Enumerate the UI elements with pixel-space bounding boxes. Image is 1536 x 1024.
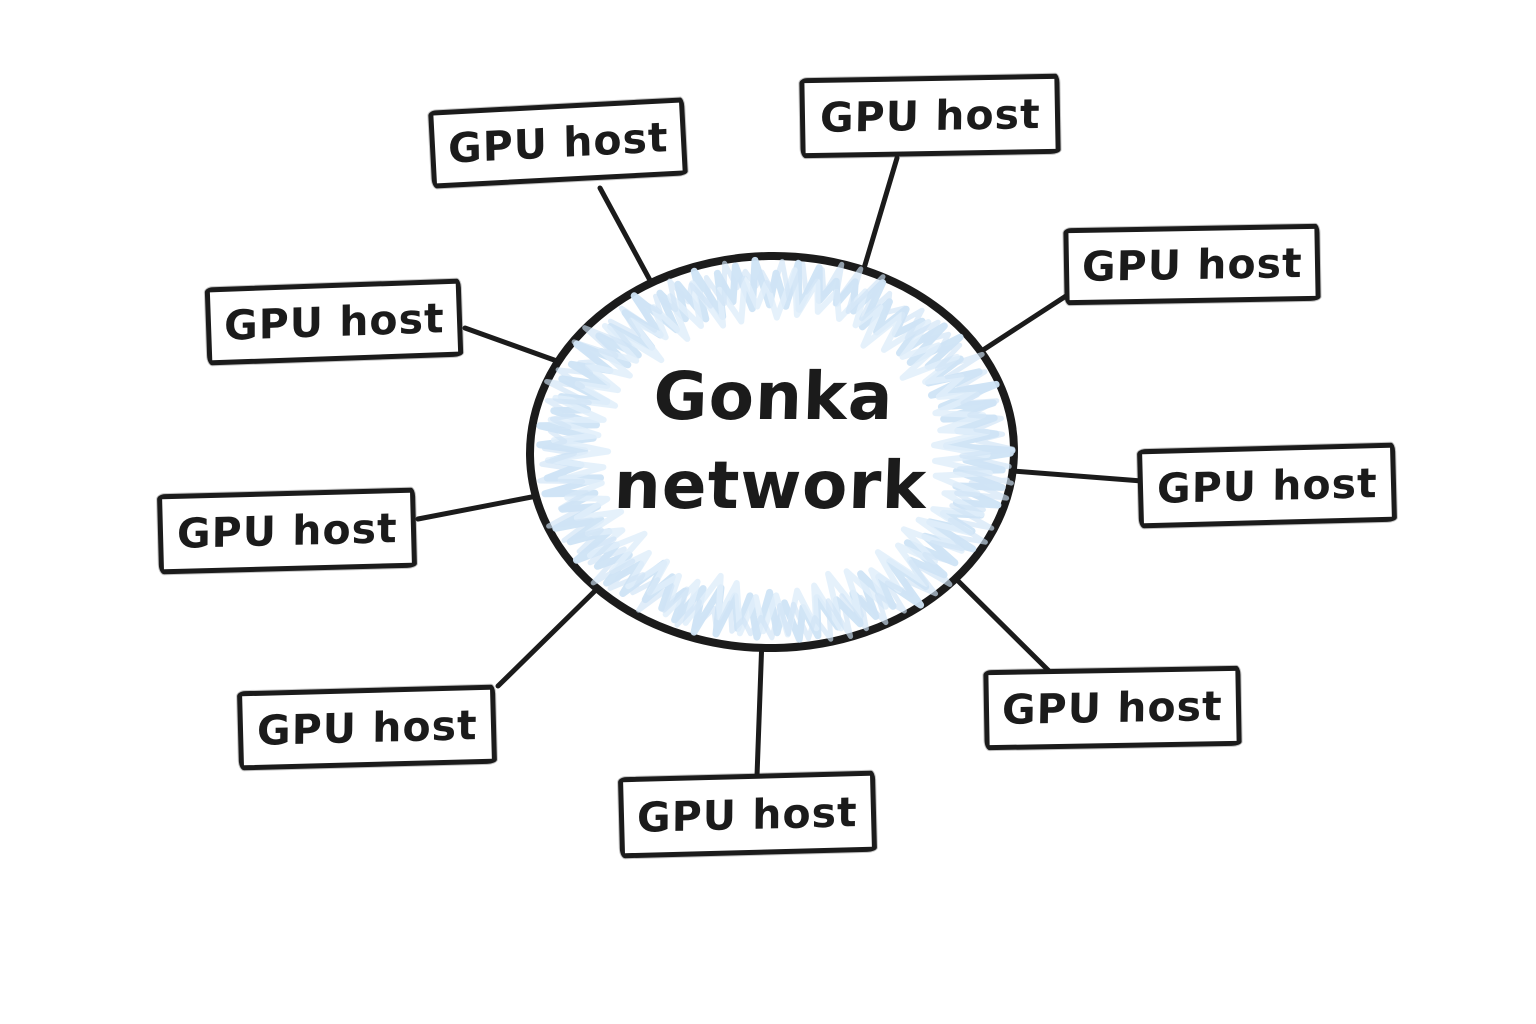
gpu-host-node: GPU host	[237, 684, 497, 771]
gpu-host-label: GPU host	[176, 504, 398, 558]
gpu-host-node: GPU host	[799, 73, 1061, 159]
scribble-texture	[544, 267, 993, 638]
connector-line	[495, 581, 605, 689]
center-title-line2: network	[612, 447, 929, 525]
scribble-texture	[537, 258, 1016, 642]
network-ellipse-label: Gonka network	[519, 352, 1025, 530]
gpu-host-label: GPU host	[819, 90, 1041, 142]
gpu-host-label: GPU host	[1156, 458, 1378, 513]
scribble-texture	[536, 256, 1016, 643]
connector-line	[415, 492, 545, 522]
connector-line	[754, 635, 765, 779]
gpu-host-label: GPU host	[637, 787, 858, 842]
gpu-host-node: GPU host	[983, 665, 1242, 751]
center-title-line1: Gonka	[652, 358, 895, 435]
gpu-host-node: GPU host	[156, 487, 418, 575]
connector-line	[942, 565, 1051, 673]
gpu-host-label: GPU host	[1081, 238, 1303, 291]
gpu-host-node: GPU host	[617, 770, 878, 859]
gpu-host-label: GPU host	[447, 113, 669, 173]
connector-line	[597, 185, 661, 298]
gpu-host-node: GPU host	[1137, 442, 1397, 529]
connector-line	[977, 293, 1069, 355]
connector-line	[859, 155, 900, 278]
gpu-host-node: GPU host	[1063, 223, 1321, 306]
gpu-host-label: GPU host	[223, 294, 445, 350]
gpu-host-label: GPU host	[1001, 682, 1224, 734]
gpu-host-node: GPU host	[428, 97, 688, 189]
connector-line	[997, 467, 1145, 484]
connector-line	[462, 325, 571, 368]
gpu-host-node: GPU host	[204, 278, 464, 366]
gpu-host-label: GPU host	[256, 700, 478, 755]
